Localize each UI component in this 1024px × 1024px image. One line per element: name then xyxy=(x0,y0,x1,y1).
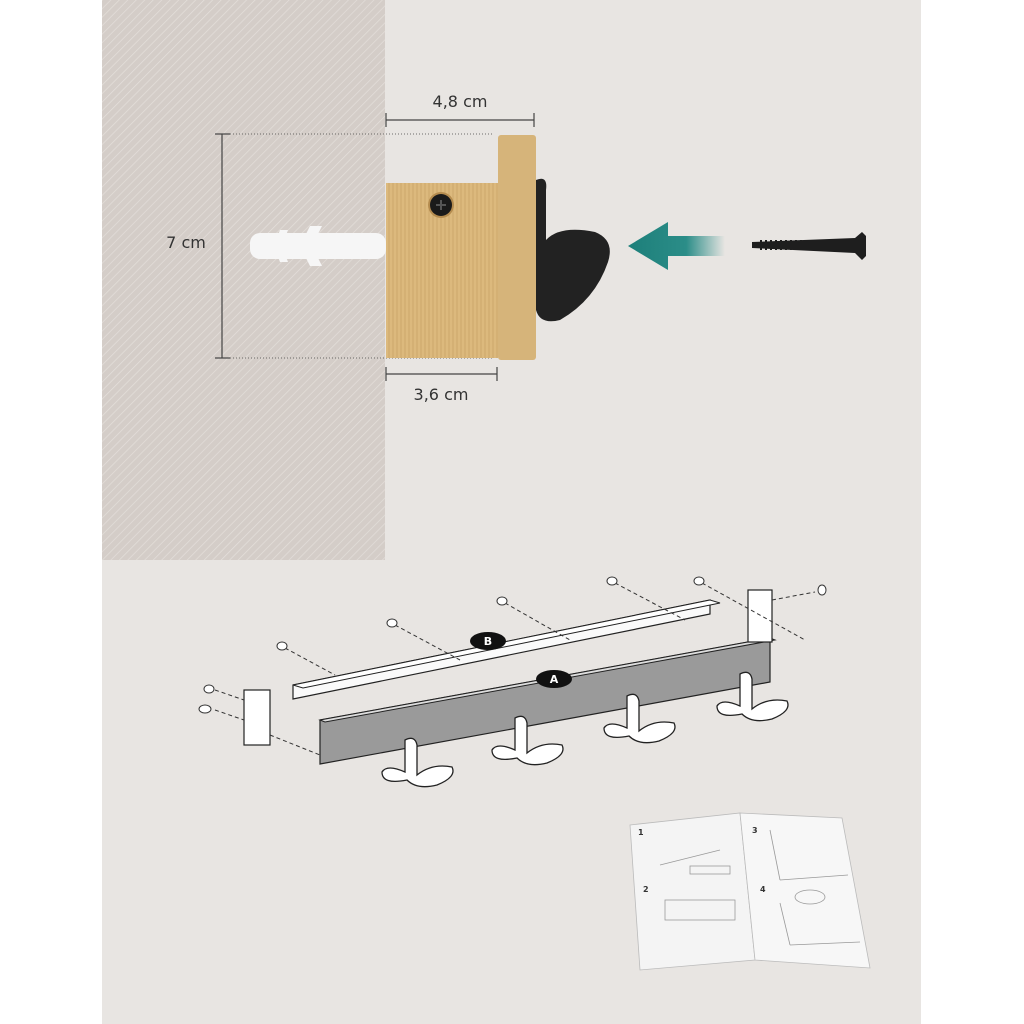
manual-step-2: 2 xyxy=(643,885,649,894)
part-label-a: A xyxy=(536,670,572,688)
manual-step-1: 1 xyxy=(638,828,644,837)
screw-head-icon xyxy=(428,192,454,218)
wood-backplate xyxy=(498,135,536,360)
dimension-depth-block: 3,6 cm xyxy=(414,385,469,404)
wall-hatched xyxy=(102,0,385,560)
dimension-height: 7 cm xyxy=(166,233,206,252)
screw-icon xyxy=(752,232,866,260)
svg-text:A: A xyxy=(550,673,559,686)
end-cap-right xyxy=(747,589,773,643)
svg-text:B: B xyxy=(484,635,492,648)
end-cap-left xyxy=(243,689,271,746)
wall-plug xyxy=(250,226,386,266)
manual-step-3: 3 xyxy=(752,826,758,835)
assembly-diagram xyxy=(198,576,827,788)
part-label-b: B xyxy=(470,632,506,650)
teal-arrow-icon xyxy=(628,222,725,270)
instruction-manual: 1 2 3 4 xyxy=(629,812,871,971)
dimension-depth-total: 4,8 cm xyxy=(433,92,488,111)
manual-step-4: 4 xyxy=(760,885,766,894)
black-hook xyxy=(536,178,610,322)
